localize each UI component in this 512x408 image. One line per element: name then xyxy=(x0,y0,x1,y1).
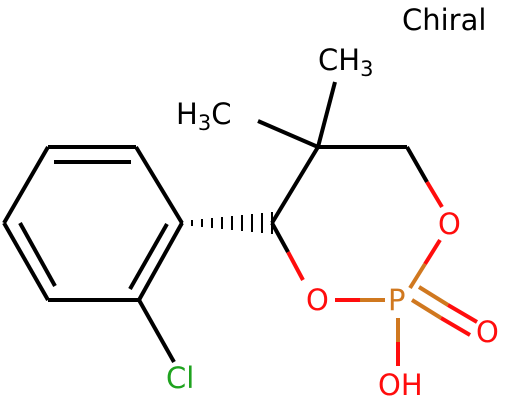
chiral-label: Chiral xyxy=(402,3,486,37)
atom-oxygen-double: O xyxy=(476,315,499,349)
hashed-wedge-bond xyxy=(181,212,273,234)
ring-bond xyxy=(134,145,184,225)
atom-hydroxyl: OH xyxy=(378,368,423,402)
atom-oxygen-ring-right: O xyxy=(438,207,461,241)
bond-c6-o1 xyxy=(425,180,444,209)
atom-oxygen-ring-left: O xyxy=(306,283,329,317)
bond-o1-p xyxy=(408,262,427,290)
dioxaphosphinane-ring xyxy=(270,145,444,302)
atom-phosphorus: P xyxy=(388,283,406,317)
ring-bond xyxy=(2,145,50,225)
atom-methyl-top: CH3 xyxy=(318,43,373,81)
ring-bond xyxy=(2,222,50,301)
bond-o3-c4 xyxy=(286,251,305,281)
bond-c5-methyl-left xyxy=(257,119,319,149)
ring-double-bond xyxy=(18,222,57,287)
bond-o1-p xyxy=(423,238,442,266)
bond-c5-methyl-top xyxy=(316,81,337,148)
bond-p-o-double xyxy=(410,298,443,320)
bond-o3-c4 xyxy=(270,222,290,253)
ring-double-bond xyxy=(128,223,169,290)
bond-c6-o1 xyxy=(405,146,429,183)
atom-chlorine: Cl xyxy=(166,361,194,395)
atom-methyl-left: H3C xyxy=(176,97,231,135)
bond-p-o-double xyxy=(417,285,450,307)
bond-c4-c5 xyxy=(270,145,320,225)
bond-p-o-double xyxy=(439,316,472,337)
bond-p-o-double xyxy=(446,303,479,324)
ring-bond xyxy=(137,222,184,301)
benzene-ring xyxy=(2,145,184,302)
bond-c-cl xyxy=(137,299,176,363)
